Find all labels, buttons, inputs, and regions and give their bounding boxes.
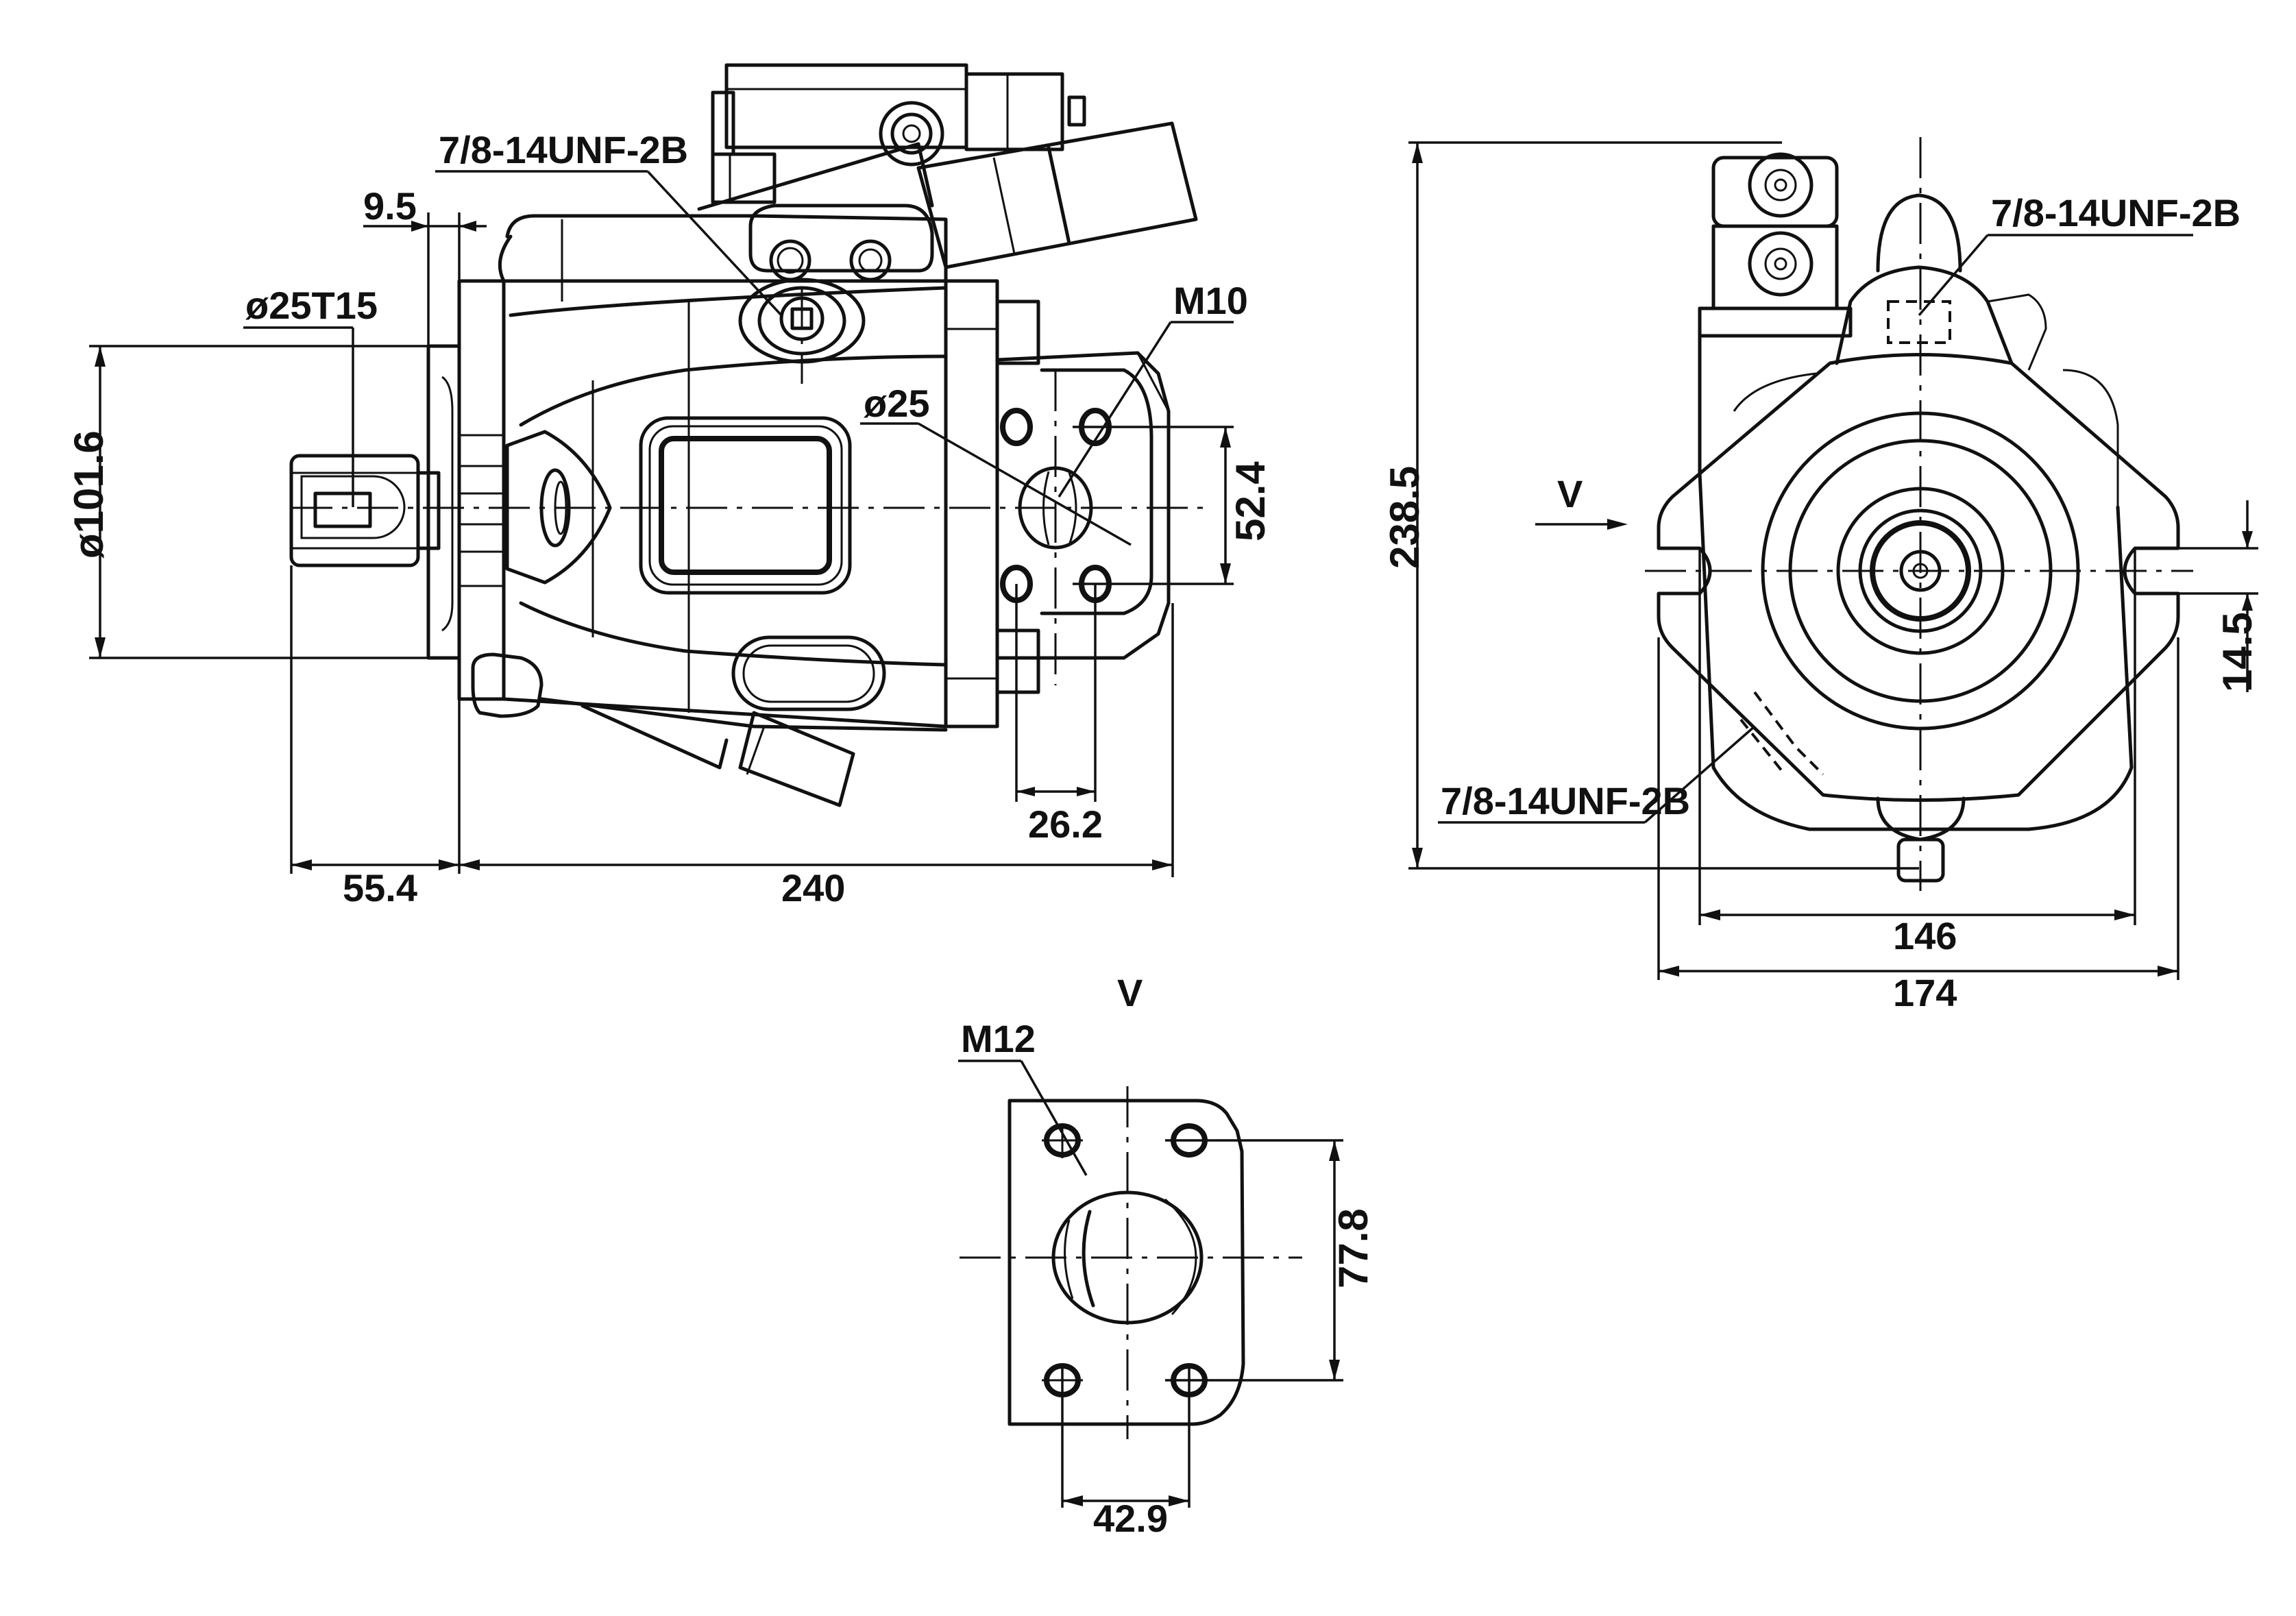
label-port-bolt-thread: M10 — [1173, 279, 1248, 322]
label-view-arrow: V — [1557, 472, 1583, 515]
dimension-flange-width: 174 — [1657, 637, 2179, 1014]
control-valve — [697, 63, 1198, 282]
dimension-bolt-horizontal: 42.9 — [1061, 1364, 1190, 1540]
label-front-port-thread-bottom: 7/8-14UNF-2B — [1441, 779, 1690, 822]
lower-boss — [731, 635, 886, 711]
dimension-pilot-diameter: ø101.6 — [66, 345, 428, 659]
view-v: V M12 77.8 — [958, 971, 1376, 1540]
label-bolt-horizontal: 42.9 — [1093, 1497, 1168, 1540]
label-overall-height: 238.5 — [1382, 466, 1428, 569]
label-shaft-length: 55.4 — [343, 866, 417, 909]
dimension-shaft-spline: ø25T15 — [243, 284, 378, 507]
dimension-bolt-thread: M12 — [958, 1017, 1088, 1176]
mounting-flange — [426, 279, 506, 701]
dimension-flange-offset: 9.5 — [363, 184, 487, 346]
label-front-port-thread-top: 7/8-14UNF-2B — [1991, 191, 2240, 234]
front-view: 7/8-14UNF-2B 7/8-14UNF-2B 238.5 V — [1382, 137, 2260, 1014]
label-view-v-title: V — [1117, 971, 1143, 1014]
view-arrow-v: V — [1535, 472, 1628, 530]
label-mount-slot-width: 14.5 — [2214, 612, 2260, 692]
drive-shaft — [289, 454, 441, 567]
front-control-valve — [1698, 152, 1853, 338]
dimension-bolt-vertical: 77.8 — [1165, 1139, 1376, 1382]
dimension-port-diameter: ø25 — [860, 382, 1132, 546]
dimension-port-thread-top: 7/8-14UNF-2B — [435, 128, 783, 317]
dimension-port-bolt-horizontal: 26.2 — [1015, 584, 1103, 846]
label-body-length: 240 — [781, 866, 845, 909]
label-flange-width: 174 — [1893, 971, 1957, 1014]
port-bolt-hole — [1000, 408, 1033, 446]
upper-port-boss — [738, 278, 866, 384]
label-flange-offset: 9.5 — [363, 184, 417, 228]
label-bolt-vertical: 77.8 — [1330, 1208, 1376, 1288]
label-port-bolt-vertical: 52.4 — [1228, 461, 1273, 541]
label-port-diameter: ø25 — [864, 382, 930, 425]
port-flange-plate — [1007, 1099, 1245, 1426]
dimension-mount-slot-width: 14.5 — [2135, 500, 2260, 692]
pump-housing — [471, 214, 948, 807]
label-mount-hole-spacing: 146 — [1893, 914, 1957, 957]
dimension-mount-hole-spacing: 146 — [1698, 548, 2136, 957]
front-dimension-port-thread-top: 7/8-14UNF-2B — [1918, 191, 2240, 317]
inspection-window — [639, 416, 852, 595]
dimension-overall-height: 238.5 — [1382, 141, 1919, 870]
side-view: 7/8-14UNF-2B 9.5 ø25T15 ø101. — [66, 63, 1273, 909]
dimension-port-bolt-vertical: 52.4 — [1073, 426, 1273, 585]
label-port-bolt-horizontal: 26.2 — [1028, 803, 1103, 846]
dimension-overall-length: 55.4 240 — [290, 565, 1174, 909]
label-port-thread-top: 7/8-14UNF-2B — [439, 128, 688, 171]
label-bolt-thread: M12 — [961, 1017, 1036, 1060]
dimension-port-bolt-thread: M10 — [1058, 279, 1248, 498]
label-pilot-diameter: ø101.6 — [66, 430, 112, 559]
label-shaft-spline: ø25T15 — [245, 284, 378, 327]
front-dimension-port-thread-bottom: 7/8-14UNF-2B — [1438, 725, 1756, 824]
